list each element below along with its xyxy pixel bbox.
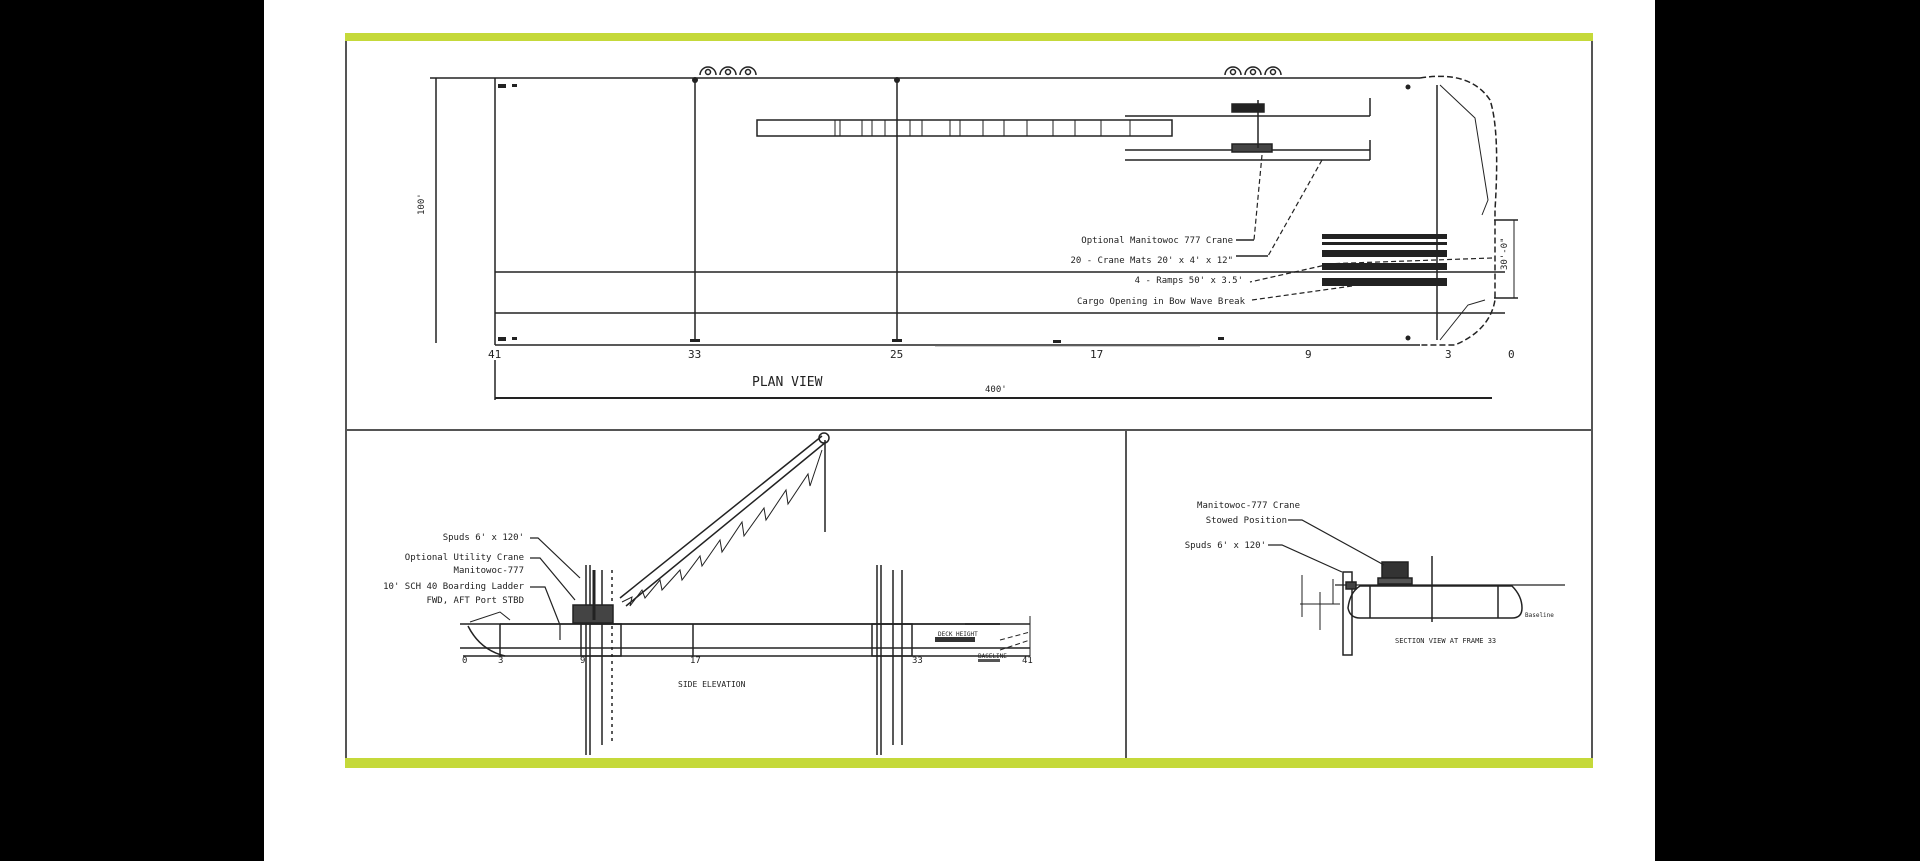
side-callout-spuds: Spuds 6' x 120' xyxy=(443,533,524,543)
station-25: 25 xyxy=(890,348,903,361)
plan-overall-length: 400' xyxy=(985,385,1007,395)
side-station-17: 17 xyxy=(690,656,701,666)
callout-ramps: 4 - Ramps 50' x 3.5' xyxy=(1135,276,1243,286)
section-callout-stowed: Stowed Position xyxy=(1206,516,1287,526)
side-callout-manitowoc: Manitowoc-777 xyxy=(454,566,524,576)
callout-optional-crane: Optional Manitowoc 777 Crane xyxy=(1081,236,1233,246)
callout-cargo-opening: Cargo Opening in Bow Wave Break xyxy=(1077,297,1246,307)
side-callout-boarding-ladder: 10' SCH 40 Boarding Ladder xyxy=(383,582,524,592)
side-note-deck-height: DECK HEIGHT xyxy=(938,631,978,638)
side-station-33: 33 xyxy=(912,656,923,666)
side-callout-fwd-aft: FWD, AFT Port STBD xyxy=(426,596,524,606)
bottom-accent-bar xyxy=(345,758,1593,768)
top-accent-bar xyxy=(345,33,1593,41)
side-station-0: 0 xyxy=(462,656,467,666)
side-note-baseline: BASELINE xyxy=(978,653,1007,660)
side-elevation-deck-note xyxy=(935,637,1000,662)
section-callout-spuds: Spuds 6' x 120' xyxy=(1185,541,1266,551)
section-callout-crane: Manitowoc-777 Crane xyxy=(1197,501,1300,511)
plan-view-station-markers xyxy=(498,77,1411,343)
plan-view-title: PLAN VIEW xyxy=(752,375,823,390)
side-elevation xyxy=(460,432,1031,755)
section-note-baseline: Baseline xyxy=(1525,612,1554,619)
station-17: 17 xyxy=(1090,348,1103,361)
side-station-9: 9 xyxy=(580,656,585,666)
section-view-title: SECTION VIEW AT FRAME 33 xyxy=(1395,637,1496,645)
plan-ramp-opening-dim: 30'-0" xyxy=(1500,237,1510,270)
side-callout-utility-crane: Optional Utility Crane xyxy=(405,553,524,563)
station-3: 3 xyxy=(1445,348,1452,361)
station-9: 9 xyxy=(1305,348,1312,361)
side-elevation-title: SIDE ELEVATION xyxy=(678,680,746,689)
station-0: 0 xyxy=(1508,348,1515,361)
station-33: 33 xyxy=(688,348,701,361)
side-station-3: 3 xyxy=(498,656,503,666)
section-view xyxy=(1268,519,1565,656)
station-41: 41 xyxy=(488,348,501,361)
callout-crane-mats: 20 - Crane Mats 20' x 4' x 12" xyxy=(1070,256,1233,266)
plan-view xyxy=(430,66,1518,400)
side-station-41: 41 xyxy=(1022,656,1033,666)
sheet-frame xyxy=(345,41,1593,758)
plan-width-dim: 100' xyxy=(417,193,427,215)
